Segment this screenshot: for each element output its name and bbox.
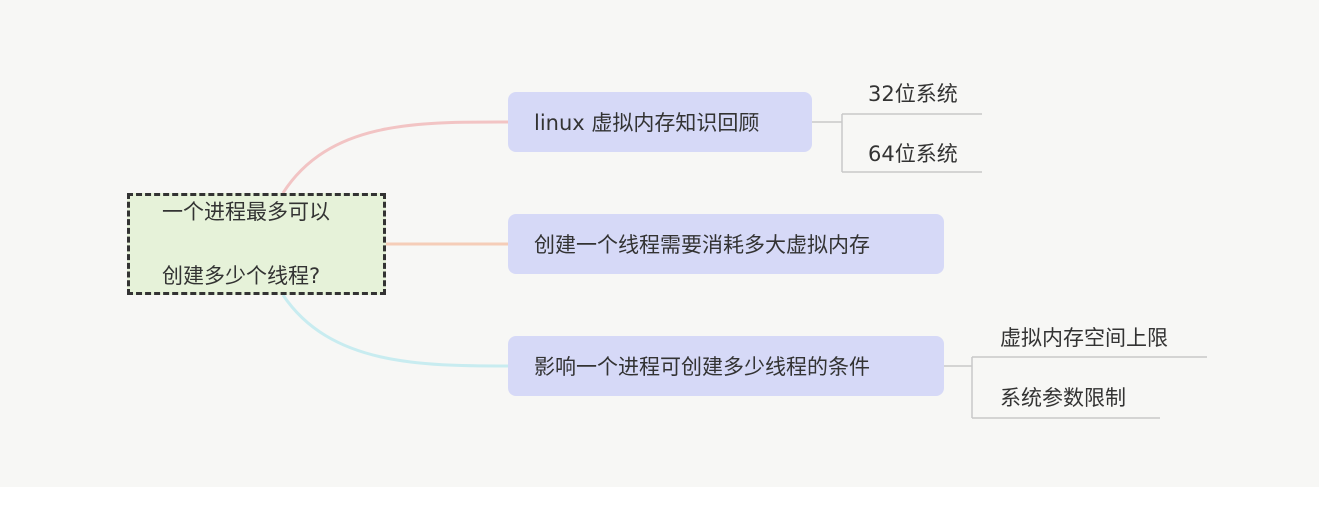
root-topic[interactable]: 一个进程最多可以 创建多少个线程? — [127, 193, 386, 295]
mindmap-connectors — [281, 113, 1207, 419]
mindmap-canvas: 一个进程最多可以 创建多少个线程? linux 虚拟内存知识回顾 创建一个线程需… — [127, 82, 1207, 419]
leaf-32bit-system[interactable]: 32位系统 — [868, 82, 958, 106]
connector-root-branch-1 — [281, 120, 509, 194]
leaf-virtual-memory-limit[interactable]: 虚拟内存空间上限 — [1000, 326, 1168, 350]
branch-label: 创建一个线程需要消耗多大虚拟内存 — [534, 233, 870, 257]
leaf-64bit-system[interactable]: 64位系统 — [868, 142, 958, 166]
branch-label: 影响一个进程可创建多少线程的条件 — [534, 355, 870, 379]
branch-linux-virtual-memory[interactable]: linux 虚拟内存知识回顾 — [508, 92, 812, 152]
root-topic-line-2: 创建多少个线程? — [162, 264, 321, 288]
root-topic-line-1: 一个进程最多可以 — [162, 200, 330, 224]
branch-label: linux 虚拟内存知识回顾 — [534, 111, 760, 135]
leaf-system-parameter-limits[interactable]: 系统参数限制 — [1000, 386, 1126, 410]
connector-root-branch-3 — [281, 294, 509, 368]
branch-thread-memory-cost[interactable]: 创建一个线程需要消耗多大虚拟内存 — [508, 214, 944, 274]
branch-thread-limit-conditions[interactable]: 影响一个进程可创建多少线程的条件 — [508, 336, 944, 396]
